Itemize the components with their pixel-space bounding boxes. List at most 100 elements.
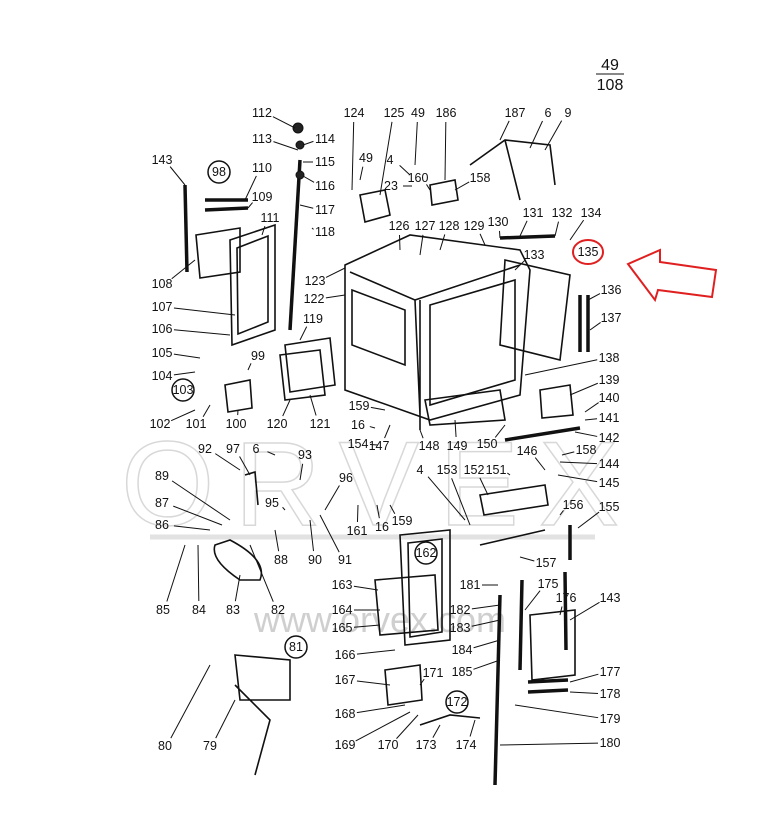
- leader-line: [325, 267, 346, 278]
- callout-121: 121: [310, 417, 331, 431]
- callout-91: 91: [338, 553, 352, 567]
- leader-line: [569, 219, 585, 241]
- callout-117: 117: [315, 203, 335, 217]
- callout-6: 6: [545, 106, 552, 120]
- leader-line: [247, 363, 252, 371]
- callout-138: 138: [599, 351, 620, 365]
- bracket-79: [234, 654, 291, 776]
- callout-16: 16: [351, 418, 365, 432]
- rod-175: [518, 579, 524, 671]
- highlight-circle: [572, 239, 604, 265]
- leader-line: [302, 140, 314, 146]
- callout-153: 153: [437, 463, 458, 477]
- leader-line: [356, 680, 391, 686]
- callout-104: 104: [152, 369, 173, 383]
- callout-120: 120: [267, 417, 288, 431]
- mirror-83: [213, 539, 263, 581]
- leader-line: [244, 175, 257, 201]
- leader-line: [559, 510, 564, 516]
- callout-79: 79: [203, 739, 217, 753]
- callout-157: 157: [536, 556, 557, 570]
- callout-169: 169: [335, 738, 356, 752]
- parts-drawing: [183, 122, 590, 786]
- leader-line: [479, 233, 486, 246]
- bracket-152: [479, 484, 549, 546]
- callout-82: 82: [271, 603, 285, 617]
- callout-circle: [284, 635, 308, 659]
- callout-129: 129: [464, 219, 485, 233]
- leader-line: [534, 457, 546, 471]
- leader-line: [215, 453, 241, 471]
- rod-143: [183, 184, 189, 273]
- leader-line: [173, 371, 196, 376]
- callout-99: 99: [251, 349, 265, 363]
- leader-line: [282, 399, 291, 417]
- leader-line: [454, 419, 457, 438]
- leader-line: [471, 604, 501, 610]
- callout-90: 90: [308, 553, 322, 567]
- callout-132: 132: [552, 206, 573, 220]
- leader-line: [173, 329, 231, 336]
- leader-line: [356, 649, 396, 655]
- callout-164: 164: [332, 603, 353, 617]
- callout-165: 165: [332, 621, 353, 635]
- callout-147: 147: [369, 439, 390, 453]
- callout-6: 6: [253, 442, 260, 456]
- callout-134: 134: [581, 206, 602, 220]
- washer-116: [295, 170, 305, 180]
- red-arrow-icon: [626, 248, 718, 303]
- callout-109: 109: [252, 190, 273, 204]
- callout-125: 125: [384, 106, 405, 120]
- callout-circle: [171, 378, 195, 402]
- leader-line: [369, 443, 379, 446]
- leader-line: [273, 141, 299, 151]
- leader-line: [577, 511, 600, 529]
- leader-line: [272, 116, 296, 129]
- callout-86: 86: [155, 518, 169, 532]
- callout-107: 107: [152, 300, 173, 314]
- callout-156: 156: [563, 498, 584, 512]
- callout-122: 122: [304, 292, 325, 306]
- floor-plate: [424, 389, 506, 426]
- callout-174: 174: [456, 738, 477, 752]
- callout-124: 124: [344, 106, 365, 120]
- rear-frame: [429, 278, 516, 407]
- leader-line: [569, 673, 599, 683]
- nut-112: [292, 122, 304, 134]
- callout-160: 160: [408, 171, 429, 185]
- leader-line: [557, 474, 598, 483]
- leader-line: [444, 121, 447, 181]
- callout-9: 9: [565, 106, 572, 120]
- leader-line: [569, 601, 600, 621]
- callout-4: 4: [417, 463, 424, 477]
- callout-116: 116: [315, 179, 335, 193]
- leader-line: [355, 711, 411, 742]
- leader-line: [353, 585, 379, 591]
- strip-178: [527, 688, 569, 694]
- leader-line: [274, 529, 280, 552]
- leader-line: [519, 220, 528, 237]
- callout-128: 128: [439, 219, 460, 233]
- leader-line: [379, 121, 393, 196]
- leader-line: [439, 234, 446, 251]
- callout-83: 83: [226, 603, 240, 617]
- leader-line: [173, 525, 211, 531]
- callout-97: 97: [226, 442, 240, 456]
- leader-line: [370, 406, 386, 411]
- callout-93: 93: [298, 448, 312, 462]
- leader-line: [202, 404, 211, 418]
- callout-171: 171: [423, 666, 444, 680]
- callout-85: 85: [156, 603, 170, 617]
- plate-171: [384, 664, 423, 706]
- lever-187: [469, 139, 556, 201]
- leader-line: [325, 294, 346, 299]
- callout-16: 16: [375, 520, 389, 534]
- leader-line: [302, 175, 315, 183]
- callout-49: 49: [411, 106, 425, 120]
- leader-line: [519, 556, 535, 562]
- callout-105: 105: [152, 346, 173, 360]
- callout-140: 140: [599, 391, 620, 405]
- rod-117: [288, 159, 302, 331]
- plate-160: [429, 179, 459, 206]
